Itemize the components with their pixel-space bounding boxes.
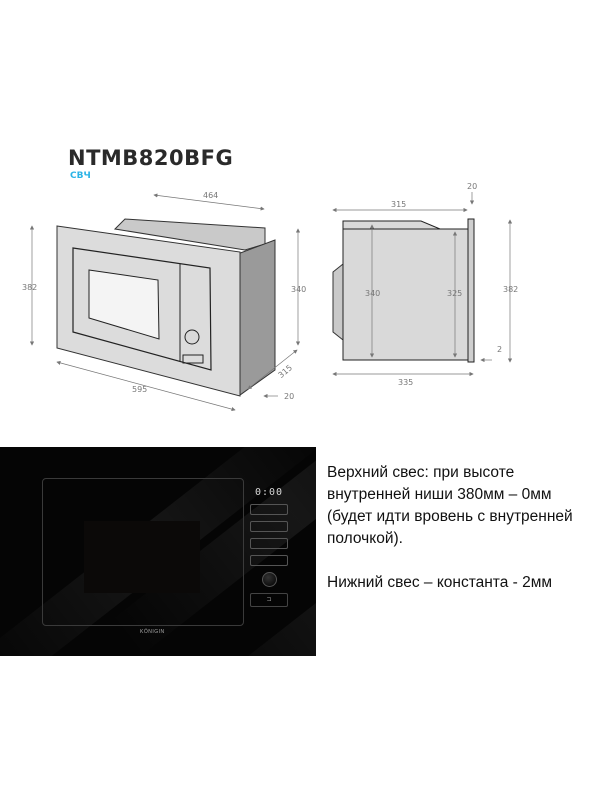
oven-door: [42, 478, 244, 626]
product-photo: 0:00 ⊐ KÖNIGIN: [0, 447, 316, 656]
door-open-icon: ⊐: [266, 597, 272, 603]
panel-button: [250, 538, 288, 549]
panel-button: [250, 521, 288, 532]
perspective-drawing: 464 382 340 595 315 20: [22, 191, 306, 412]
svg-text:20: 20: [284, 392, 294, 401]
model-title: NTMB820BFG: [68, 146, 234, 170]
svg-text:464: 464: [203, 191, 218, 200]
oven-window: [84, 521, 200, 593]
svg-text:382: 382: [503, 285, 518, 294]
side-drawing: 315 20 340 325 382 2 335: [332, 182, 518, 387]
note-line: полочкой).: [327, 530, 403, 547]
note-line: Нижний свес – константа - 2мм: [327, 574, 553, 591]
svg-text:2: 2: [497, 345, 502, 354]
category-label: СВЧ: [70, 171, 91, 181]
svg-text:595: 595: [132, 385, 147, 394]
note-line: внутренней ниши 380мм – 0мм: [327, 486, 552, 503]
door-open-button: ⊐: [250, 593, 288, 607]
overhang-note: Верхний свес: при высоте внутренней ниши…: [327, 462, 597, 594]
brand-logo: KÖNIGIN: [140, 629, 165, 635]
panel-button: [250, 504, 288, 515]
note-line: Верхний свес: при высоте: [327, 464, 515, 481]
dimension-drawings: 464 382 340 595 315 20 315 20 340 325 38…: [22, 182, 518, 412]
clock-display: 0:00: [254, 487, 284, 498]
control-panel: 0:00 ⊐: [250, 487, 288, 607]
svg-text:340: 340: [365, 289, 380, 298]
svg-text:335: 335: [398, 378, 413, 387]
panel-button: [250, 555, 288, 566]
svg-text:382: 382: [22, 283, 37, 292]
svg-text:315: 315: [277, 363, 294, 380]
svg-text:315: 315: [391, 200, 406, 209]
control-knob: [261, 572, 277, 587]
svg-text:20: 20: [467, 182, 477, 191]
svg-text:340: 340: [291, 285, 306, 294]
svg-text:325: 325: [447, 289, 462, 298]
note-line: (будет идти вровень с внутренней: [327, 508, 573, 525]
